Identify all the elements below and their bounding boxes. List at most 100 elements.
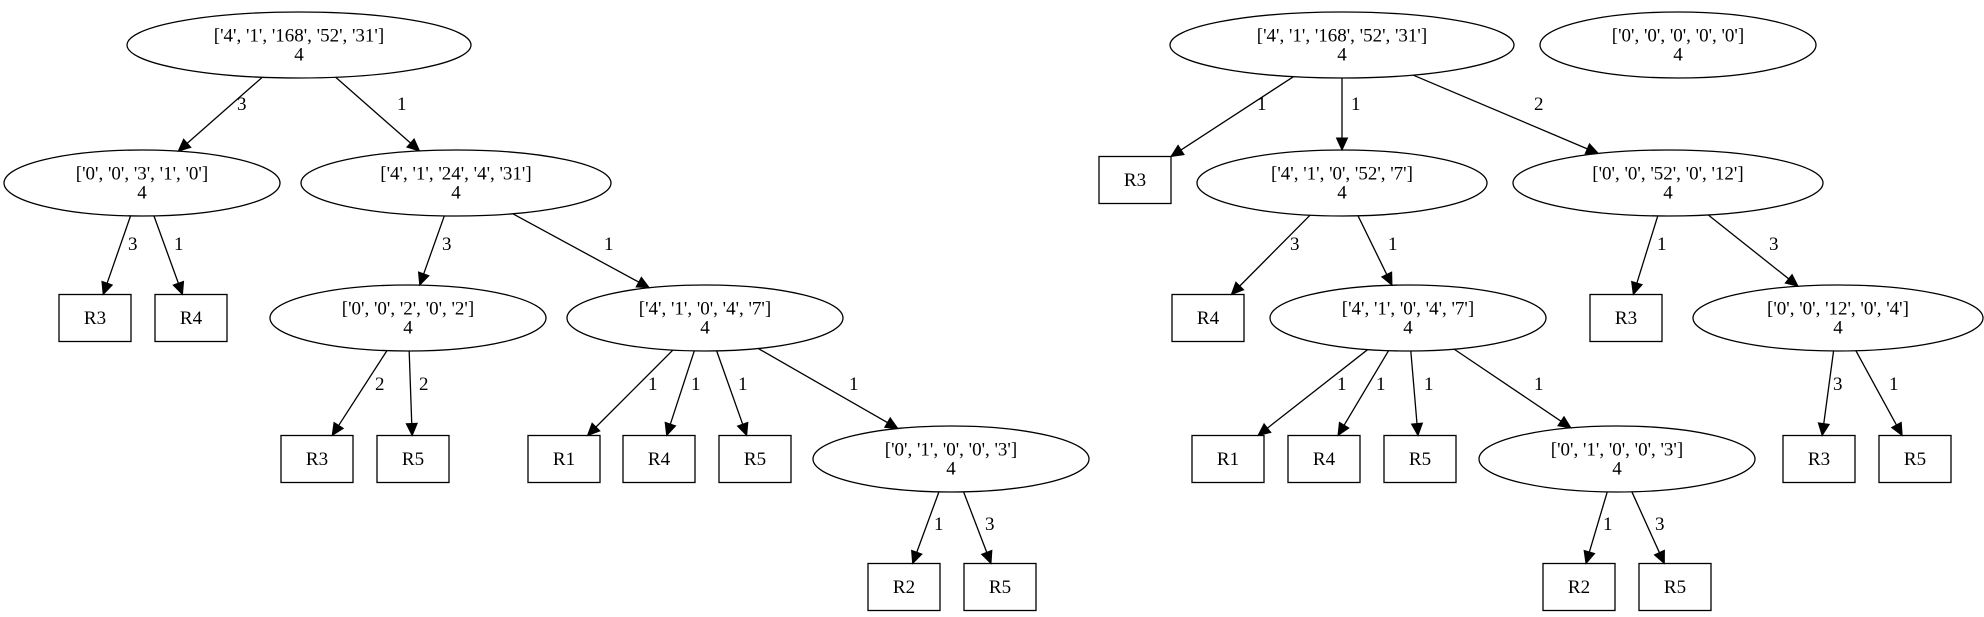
edge-line: [1267, 349, 1369, 429]
arrowhead: [1335, 137, 1349, 152]
edge-label: 3: [442, 234, 452, 255]
rule-node: R3: [1589, 293, 1663, 343]
arrowhead: [980, 549, 993, 565]
edge: 1: [1631, 215, 1667, 296]
state-node: ['0', '1', '0', '0', '3']4: [812, 425, 1090, 493]
node-label: R3: [1124, 170, 1146, 191]
node-ellipse: [269, 284, 547, 352]
arrowhead: [177, 138, 192, 152]
arrowhead: [1337, 421, 1350, 437]
rule-node: R5: [718, 434, 792, 484]
node-ellipse: [1512, 149, 1824, 217]
node-box: [1098, 155, 1172, 205]
edge-label: 3: [1290, 234, 1300, 255]
arrowhead: [911, 549, 923, 565]
rule-node: R4: [622, 434, 696, 484]
edge-line: [1855, 350, 1897, 426]
node-box: [1638, 562, 1712, 612]
edge-label: 1: [648, 374, 658, 395]
edge-line: [1343, 350, 1390, 426]
arrowhead: [1631, 280, 1644, 296]
arrowhead: [736, 421, 749, 437]
state-node: ['0', '0', '2', '0', '2']4: [269, 284, 547, 352]
node-label: 4: [1663, 183, 1673, 204]
edge-label: 3: [128, 234, 138, 255]
edge-line: [669, 350, 695, 425]
node-ellipse: [126, 11, 472, 79]
node-label: R3: [1808, 449, 1830, 470]
edge: 1: [1337, 350, 1390, 437]
node-label: R5: [744, 449, 766, 470]
state-node: ['4', '1', '168', '52', '31']4: [1169, 11, 1515, 79]
node-label: R5: [1904, 449, 1926, 470]
node-box: [527, 434, 601, 484]
arrowhead: [1817, 422, 1831, 437]
node-label: ['0', '0', '52', '0', '12']: [1592, 164, 1743, 185]
edge-line: [186, 76, 263, 144]
node-box: [1878, 434, 1952, 484]
edge-line: [1588, 491, 1608, 553]
node-ellipse: [1196, 149, 1488, 217]
edge: 3: [417, 215, 452, 287]
state-node: ['0', '0', '12', '0', '4']4: [1692, 284, 1984, 352]
edge: 2: [405, 350, 429, 437]
node-ellipse: [1539, 11, 1817, 79]
node-label: ['4', '1', '0', '4', '7']: [639, 299, 771, 320]
node-label: R5: [402, 449, 424, 470]
edge: 1: [1453, 348, 1572, 429]
node-box: [376, 434, 450, 484]
arrowhead: [1784, 273, 1799, 288]
rule-node: R5: [963, 562, 1037, 612]
node-box: [1171, 293, 1245, 343]
edge-label: 1: [604, 234, 614, 255]
node-label: 4: [1403, 318, 1413, 339]
state-node: ['4', '1', '0', '4', '7']4: [566, 284, 844, 352]
arrowhead: [635, 276, 651, 289]
edge-line: [1453, 348, 1562, 422]
edge-label: 3: [1833, 374, 1843, 395]
rule-node: R4: [1287, 434, 1361, 484]
edge: 1: [1855, 350, 1903, 437]
edge-label: 1: [1388, 234, 1398, 255]
node-label: 4: [1337, 183, 1347, 204]
node-box: [1589, 293, 1663, 343]
state-node: ['4', '1', '168', '52', '31']4: [126, 11, 472, 79]
node-label: 4: [1337, 45, 1347, 66]
node-ellipse: [3, 149, 281, 217]
node-label: R1: [553, 449, 575, 470]
rule-node: R1: [1191, 434, 1265, 484]
edge-line: [1357, 215, 1388, 275]
node-label: 4: [1833, 318, 1843, 339]
node-ellipse: [300, 149, 612, 217]
edge: 2: [331, 350, 388, 437]
state-node: ['0', '0', '3', '1', '0']4: [3, 149, 281, 217]
state-node: ['0', '0', '52', '0', '12']4: [1512, 149, 1824, 217]
edge-label: 1: [849, 374, 859, 395]
edge-line: [1631, 491, 1660, 553]
edge: 1: [1335, 78, 1361, 152]
state-node: ['4', '1', '0', '52', '7']4: [1196, 149, 1488, 217]
node-label: R4: [1197, 308, 1220, 329]
edge: 1: [335, 76, 421, 152]
edge-line: [1707, 214, 1790, 280]
edge-line: [1823, 350, 1835, 424]
node-label: 4: [700, 318, 710, 339]
edge-label: 1: [934, 514, 944, 535]
rule-node: R4: [1171, 293, 1245, 343]
node-label: R3: [84, 308, 106, 329]
edge-label: 1: [1351, 94, 1361, 115]
edge-line: [595, 349, 674, 428]
arrowhead: [1257, 422, 1272, 437]
edge-label: 3: [985, 514, 995, 535]
node-label: ['0', '0', '3', '1', '0']: [76, 164, 208, 185]
node-label: ['0', '1', '0', '0', '3']: [885, 440, 1017, 461]
arrowhead: [172, 280, 185, 296]
edge-label: 3: [1655, 514, 1665, 535]
edge-line: [916, 491, 940, 553]
edge-line: [1636, 215, 1659, 284]
arrowhead: [101, 280, 114, 296]
arrowhead: [1169, 144, 1185, 158]
edge: 1: [1169, 76, 1294, 158]
node-label: R5: [1409, 449, 1431, 470]
